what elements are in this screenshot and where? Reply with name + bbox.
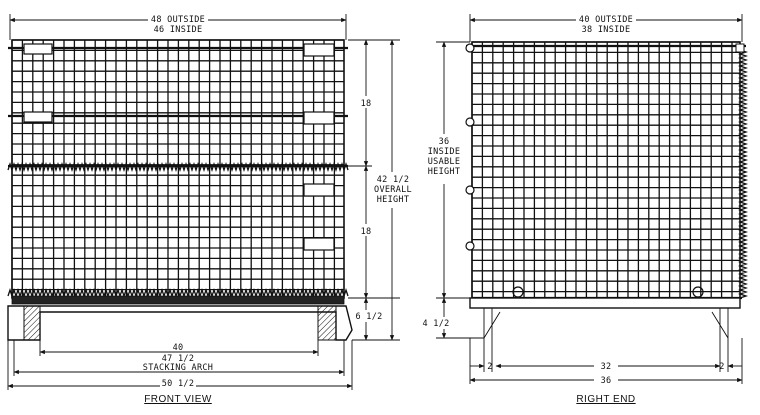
right-end-title: RIGHT END	[576, 394, 635, 405]
latch-top-right	[303, 43, 335, 57]
ring-right	[692, 286, 704, 298]
front-view-title: FRONT VIEW	[144, 394, 212, 405]
front-bottom-dimensions: 40 47 1/2 STACKING ARCH 50 1/2	[7, 340, 353, 390]
latch-mid-left	[23, 111, 53, 123]
end-top-dimension: 40 OUTSIDE 38 INSIDE	[469, 12, 743, 42]
latch-top-left	[23, 43, 53, 55]
hinge-3	[465, 185, 475, 195]
ring-left	[512, 286, 524, 298]
end-wire-mesh	[471, 41, 740, 298]
front-serrated-bands	[7, 161, 349, 299]
serrated-band	[7, 287, 349, 299]
arch-inner-width: 40	[173, 343, 184, 353]
front-base-height: 6 1/2	[355, 312, 382, 322]
overall-height-label-2: HEIGHT	[377, 195, 410, 205]
end-serrated-edge	[737, 49, 749, 299]
end-left-dimensions: 36 INSIDE USABLE HEIGHT 4 1/2	[422, 41, 484, 339]
end-frame	[471, 41, 741, 299]
end-inside-height-label-3: HEIGHT	[428, 167, 461, 177]
end-bottom-dimensions: 2 32 2 36	[469, 338, 743, 386]
lower-section-height: 18	[361, 227, 372, 237]
end-inner-width: 32	[601, 362, 612, 372]
arch-leg-left	[23, 305, 41, 341]
arch-label: STACKING ARCH	[143, 363, 213, 373]
right-end-view: 40 OUTSIDE 38 INSIDE 36 INSIDE USABLE HE…	[422, 12, 749, 405]
corner-clip	[735, 43, 745, 53]
end-inside-width: 38 INSIDE	[582, 25, 631, 35]
front-right-dimensions: 18 18 42 1/2 OVERALL HEIGHT 6 1/2	[348, 39, 414, 341]
hinge-4	[465, 241, 475, 251]
front-outside-width: 48 OUTSIDE	[151, 15, 205, 25]
end-base-height: 4 1/2	[422, 319, 449, 329]
arch-width: 47 1/2	[162, 354, 195, 364]
end-outside-width: 40 OUTSIDE	[579, 15, 633, 25]
front-wire-mesh	[11, 39, 344, 298]
front-base-plate	[11, 295, 345, 305]
end-hinges	[465, 43, 745, 251]
hinge-1	[465, 43, 475, 53]
latch-mid-right	[303, 111, 335, 125]
arch-leg-right	[317, 305, 337, 341]
end-left-offset: 2	[487, 362, 492, 372]
front-overall-width: 50 1/2	[162, 379, 195, 389]
serrated-band	[7, 161, 349, 173]
end-right-offset: 2	[719, 362, 724, 372]
front-top-dimension: 48 OUTSIDE 46 INSIDE	[9, 12, 347, 40]
front-inside-width: 46 INSIDE	[154, 25, 203, 35]
stacking-arch-outline	[7, 305, 353, 341]
end-base-plate	[469, 297, 741, 309]
latch-lower-right-1	[303, 183, 335, 197]
end-leg-right	[711, 308, 729, 339]
end-inside-height-label-2: USABLE	[428, 157, 461, 167]
overall-height-value: 42 1/2	[377, 175, 410, 185]
overall-height-label-1: OVERALL	[374, 185, 412, 195]
front-latches	[23, 43, 335, 251]
latch-lower-right-2	[303, 237, 335, 251]
end-overall-width: 36	[601, 376, 612, 386]
end-inside-height-label-1: INSIDE	[428, 147, 461, 157]
front-view: 48 OUTSIDE 46 INSIDE 18 18 42 1/2 OVERAL…	[7, 12, 414, 405]
end-inside-height-value: 36	[439, 137, 450, 147]
upper-section-height: 18	[361, 99, 372, 109]
serrated-edge	[737, 49, 749, 299]
hinge-2	[465, 117, 475, 127]
end-leg-left	[483, 308, 501, 339]
